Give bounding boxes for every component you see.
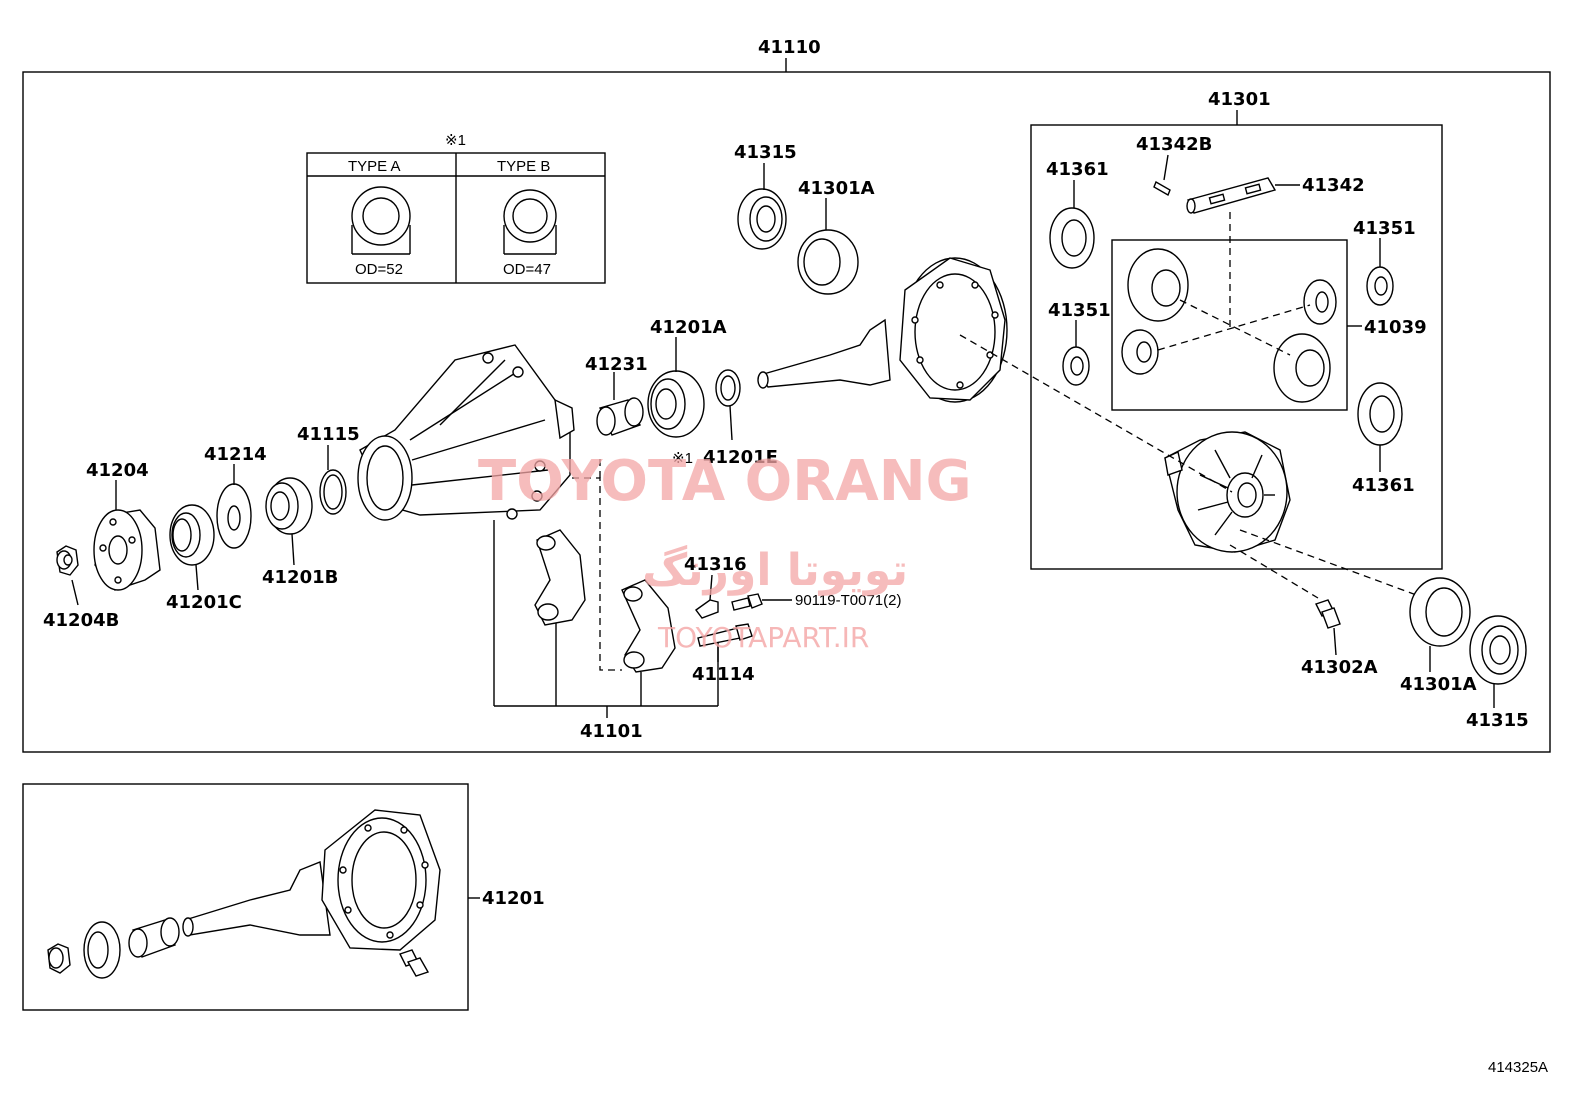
ring-pinion-gear-drawing[interactable] <box>757 257 1008 403</box>
watermark-site: TOYOTAPART.IR <box>657 621 869 654</box>
bearing-41201B-drawing[interactable] <box>265 477 313 535</box>
shaft-41342-drawing[interactable] <box>1186 177 1277 214</box>
label-41201E-mark: ※1 <box>672 450 693 467</box>
gear-kit-nut-drawing[interactable] <box>47 943 71 974</box>
type-b-od: OD=47 <box>503 261 551 278</box>
label-41351-left[interactable]: 41351 <box>1048 300 1111 321</box>
label-41316[interactable]: 41316 <box>684 554 747 575</box>
type-a-header: TYPE A <box>348 158 401 175</box>
thrust-washer-41361-bottom-drawing[interactable] <box>1357 382 1403 446</box>
type-b-seal-icon[interactable] <box>503 189 557 255</box>
label-41201[interactable]: 41201 <box>482 888 545 909</box>
label-41214[interactable]: 41214 <box>204 444 267 465</box>
bearing-41315-top-drawing[interactable] <box>737 188 787 250</box>
spacer-41115-drawing[interactable] <box>319 469 347 515</box>
bearing-41201A-drawing[interactable] <box>647 370 705 438</box>
label-41114[interactable]: 41114 <box>692 664 755 685</box>
type-table: ※1 TYPE A TYPE B OD=52 OD=47 <box>306 132 606 284</box>
pin-41342B-drawing[interactable] <box>1153 180 1171 197</box>
label-41115[interactable]: 41115 <box>297 424 360 445</box>
differential-case-drawing[interactable] <box>1164 431 1291 553</box>
pinion-gear-kit-frame <box>1111 239 1348 411</box>
pinion-gear-left-drawing[interactable] <box>1121 329 1159 375</box>
pinion-gear-right-drawing[interactable] <box>1303 279 1337 325</box>
flange-41204-drawing[interactable] <box>93 509 161 591</box>
figure-code: 414325A <box>1488 1059 1548 1076</box>
bolt-41114-drawing[interactable] <box>697 623 753 647</box>
gear-kit-seal-drawing[interactable] <box>83 921 121 979</box>
label-41361-bottom[interactable]: 41361 <box>1352 475 1415 496</box>
label-41351-right[interactable]: 41351 <box>1353 218 1416 239</box>
label-41101[interactable]: 41101 <box>580 721 643 742</box>
bolt-90119-drawing[interactable] <box>731 593 763 611</box>
label-41204[interactable]: 41204 <box>86 460 149 481</box>
watermark-brand-fa: تویوتا اورنگ <box>642 545 908 596</box>
thrust-washer-41351-left-drawing[interactable] <box>1062 346 1090 386</box>
thrust-washer-41351-right-drawing[interactable] <box>1366 266 1394 306</box>
bearing-41315-bottom-drawing[interactable] <box>1469 615 1527 685</box>
label-41039[interactable]: 41039 <box>1364 317 1427 338</box>
side-gear-upper-drawing[interactable] <box>1127 248 1189 322</box>
label-41315-bottom[interactable]: 41315 <box>1466 710 1529 731</box>
label-41301[interactable]: 41301 <box>1208 89 1271 110</box>
label-41315-top[interactable]: 41315 <box>734 142 797 163</box>
label-41301A-bottom[interactable]: 41301A <box>1400 674 1477 695</box>
label-41302A[interactable]: 41302A <box>1301 657 1378 678</box>
spacer-41231-drawing[interactable] <box>596 397 644 436</box>
label-41201C[interactable]: 41201C <box>166 592 242 613</box>
label-90119-T0071[interactable]: 90119-T0071(2) <box>795 592 901 609</box>
watermark-brand: TOYOTA ORANG <box>478 449 972 514</box>
bearing-cup-41301A-top-drawing[interactable] <box>797 229 859 295</box>
label-41231[interactable]: 41231 <box>585 354 648 375</box>
side-gear-lower-drawing[interactable] <box>1273 333 1331 403</box>
label-41204B[interactable]: 41204B <box>43 610 119 631</box>
nut-41204B-drawing[interactable] <box>56 545 79 576</box>
label-41301A-top[interactable]: 41301A <box>798 178 875 199</box>
bolt-41302A-drawing[interactable] <box>1315 599 1341 629</box>
bearing-cup-41301A-bottom-drawing[interactable] <box>1409 577 1471 647</box>
label-41342B[interactable]: 41342B <box>1136 134 1212 155</box>
label-41342[interactable]: 41342 <box>1302 175 1365 196</box>
gear-kit-bolt-drawing[interactable] <box>399 949 430 977</box>
gear-kit-ring-pinion-drawing[interactable] <box>182 809 441 951</box>
label-41361-top[interactable]: 41361 <box>1046 159 1109 180</box>
type-a-seal-icon[interactable] <box>351 186 411 255</box>
type-b-header: TYPE B <box>497 158 550 175</box>
type-a-od: OD=52 <box>355 261 403 278</box>
gear-kit-spacer-drawing[interactable] <box>128 917 180 958</box>
plate-41316-drawing[interactable] <box>695 599 719 619</box>
label-41201A[interactable]: 41201A <box>650 317 727 338</box>
shim-41201E-drawing[interactable] <box>715 369 741 407</box>
type-table-note-mark: ※1 <box>445 132 466 149</box>
carrier-housing-drawing[interactable] <box>357 344 575 521</box>
thrust-washer-41361-top-drawing[interactable] <box>1049 207 1095 269</box>
bearing-cap-right[interactable] <box>621 579 676 673</box>
washer-41214-drawing[interactable] <box>216 483 252 549</box>
seal-41201C-drawing[interactable] <box>169 504 215 566</box>
label-41201E[interactable]: 41201E <box>703 447 778 468</box>
gear-kit-frame <box>22 783 469 1011</box>
label-41201B[interactable]: 41201B <box>262 567 338 588</box>
bearing-cap-left[interactable] <box>534 529 586 626</box>
label-41110[interactable]: 41110 <box>758 37 821 58</box>
